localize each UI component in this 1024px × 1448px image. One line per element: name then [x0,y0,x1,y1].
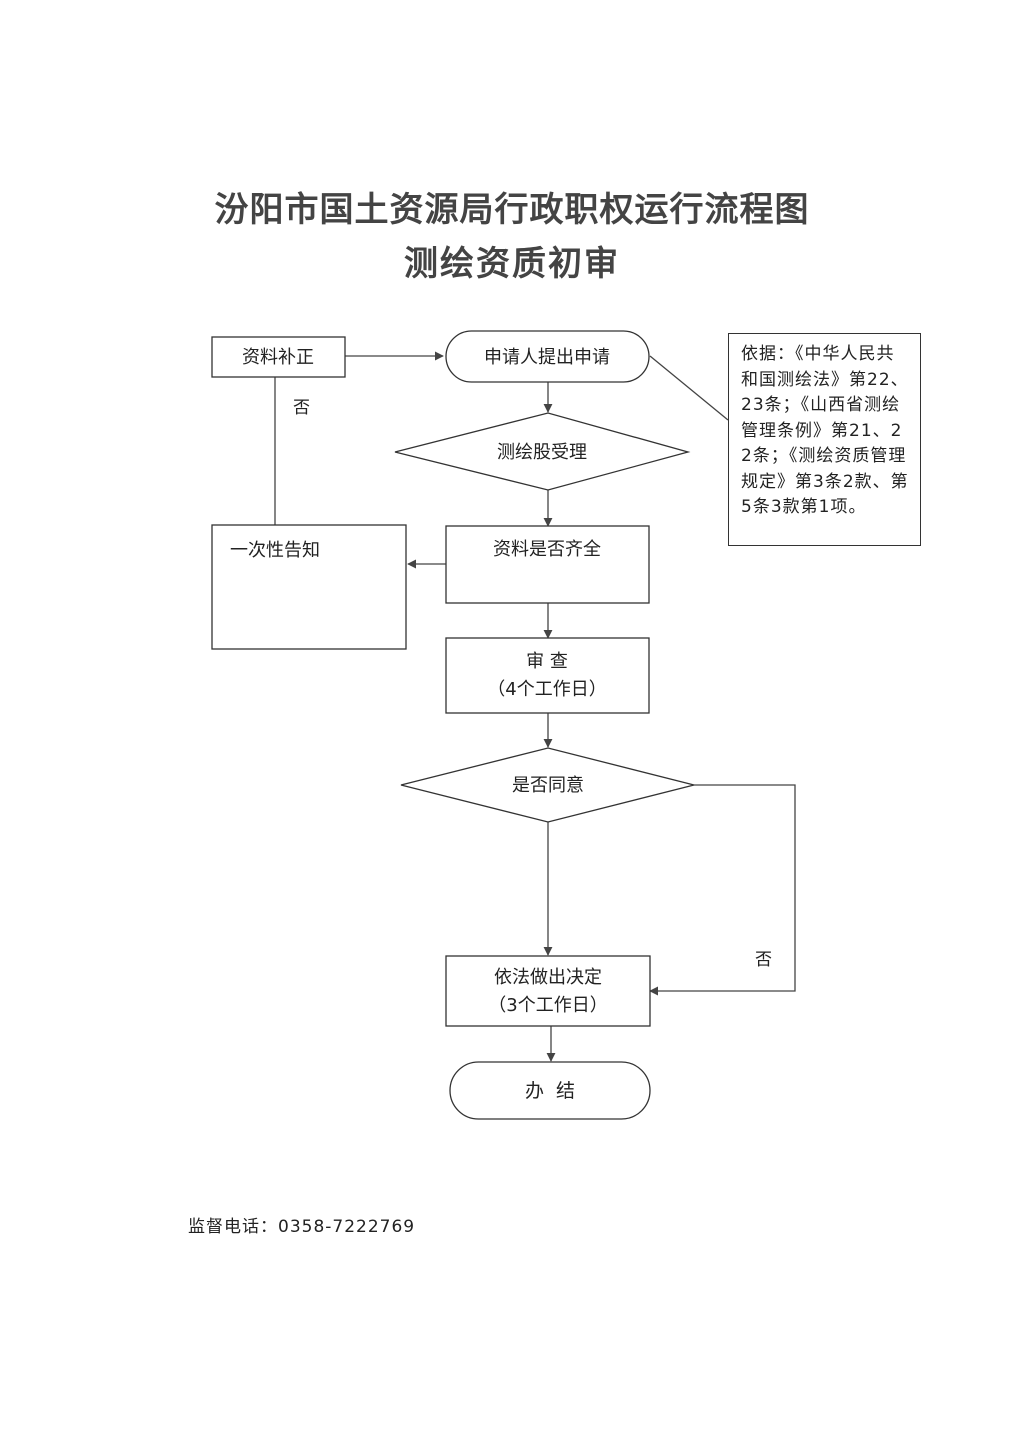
supervision-phone: 监督电话：0358-7222769 [188,1217,416,1237]
node-decision-label-2: （3个工作日） [488,995,607,1016]
node-accept-label: 测绘股受理 [497,442,587,463]
node-supplement-label: 资料补正 [242,347,314,368]
node-review: 审 查 （4个工作日） [445,637,650,714]
page-subtitle: 测绘资质初审 [404,244,620,284]
label-no-left: 否 [293,398,310,418]
node-agree-check: 是否同意 [400,747,695,823]
node-apply-label: 申请人提出申请 [484,347,610,368]
legal-basis-box: 依据：《中华人民共和国测绘法》第22、23条；《山西省测绘管理条例》第21、22… [728,333,921,546]
node-complete-check-label: 资料是否齐全 [493,539,601,560]
node-agree-check-label: 是否同意 [512,775,584,796]
arrow-agree-no-to-decision [649,784,796,996]
node-review-label-1: 审 查 [526,651,568,672]
node-finish: 办 结 [449,1061,651,1120]
node-accept: 测绘股受理 [394,412,691,491]
node-notify-label: 一次性告知 [230,540,320,561]
page-title: 汾阳市国土资源局行政职权运行流程图 [214,190,810,230]
node-review-label-2: （4个工作日） [487,679,606,700]
node-supplement: 资料补正 [211,336,346,378]
node-notify: 一次性告知 [211,524,407,650]
line-apply-to-basis [649,355,729,421]
node-decision: 依法做出决定 （3个工作日） [445,955,651,1027]
node-complete-check: 资料是否齐全 [445,525,650,604]
node-decision-label-1: 依法做出决定 [494,967,602,988]
node-finish-label: 办 结 [525,1080,575,1102]
label-no-right: 否 [755,950,772,970]
node-apply: 申请人提出申请 [445,330,650,383]
